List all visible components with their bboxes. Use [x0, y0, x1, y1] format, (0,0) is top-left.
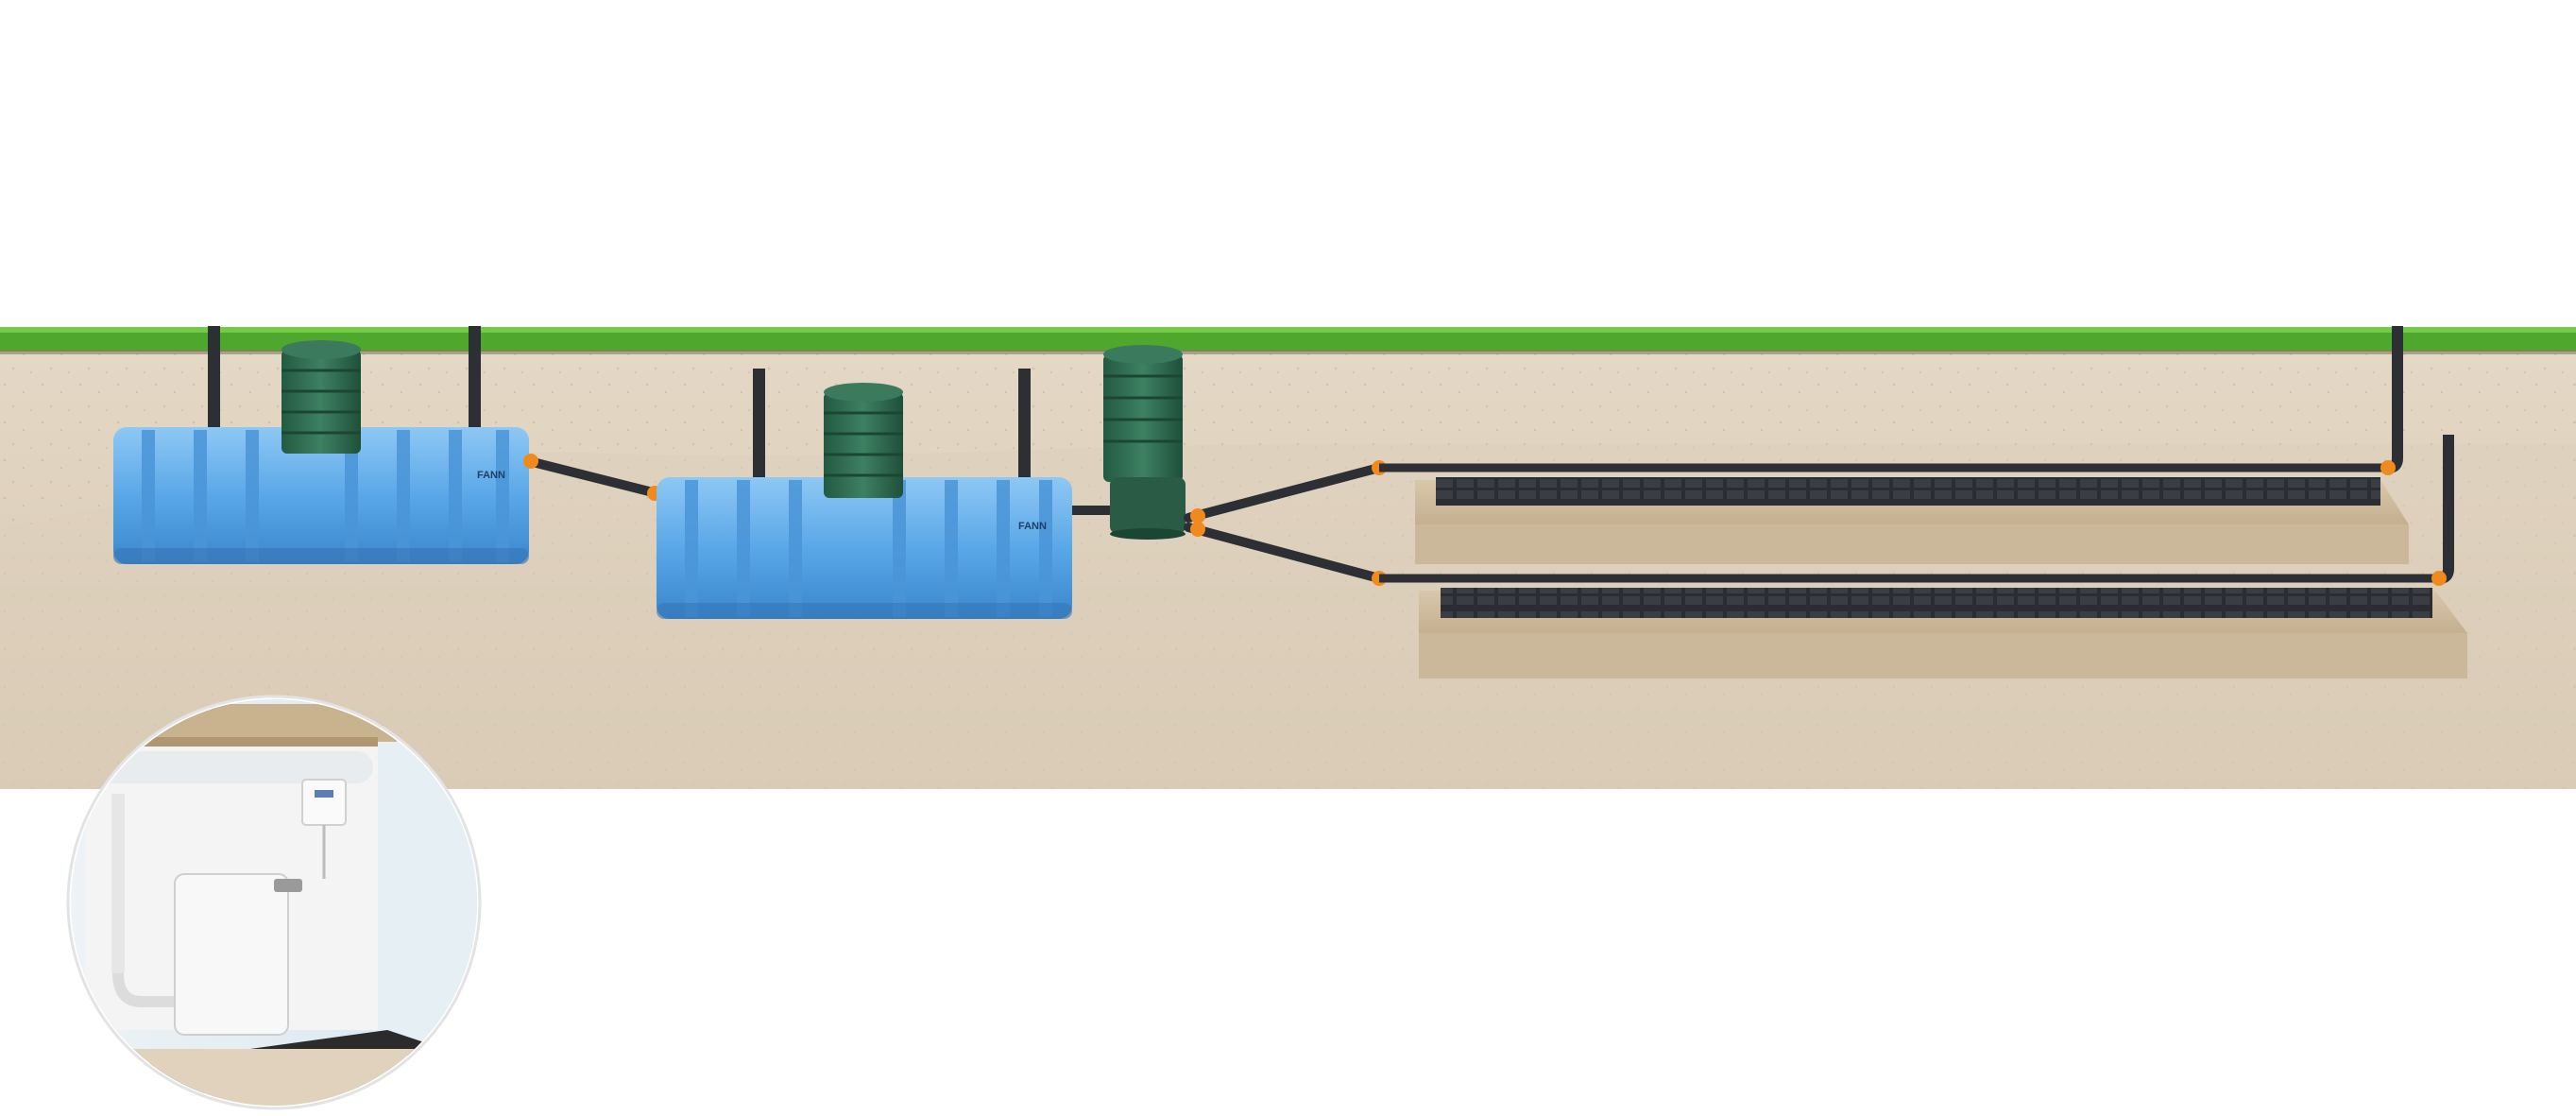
- inspection-riser-icon: [281, 340, 361, 454]
- ground-section: [0, 327, 2576, 789]
- septic-tank-1: FANN: [113, 326, 529, 564]
- indoor-dosing-unit-icon: [66, 695, 482, 1110]
- septic-tank-icon: [113, 427, 529, 564]
- septic-tank-icon: [657, 477, 1072, 619]
- tank-ribs: [142, 430, 509, 562]
- inspection-riser-icon: [824, 383, 903, 498]
- infiltration-tunnel-icon: [1441, 588, 2432, 618]
- grass-top: [0, 327, 2576, 333]
- infiltration-line-2: [1379, 435, 2467, 678]
- tank-brand-label: FANN: [1018, 521, 1047, 532]
- vent-pipe-icon: [1018, 369, 1031, 491]
- vent-pipe-icon: [469, 326, 481, 439]
- topsoil-line: [0, 350, 2576, 354]
- distribution-well-icon: [1103, 345, 1186, 540]
- tank-ribs: [685, 480, 1052, 617]
- septic-tank-2: FANN: [657, 369, 1072, 619]
- infiltration-tunnel-icon: [1436, 477, 2380, 506]
- infiltration-line-1: [1379, 326, 2409, 564]
- tank-brand-label: FANN: [477, 470, 505, 481]
- vent-pipe-icon: [208, 326, 220, 439]
- vent-pipe-icon: [753, 369, 765, 491]
